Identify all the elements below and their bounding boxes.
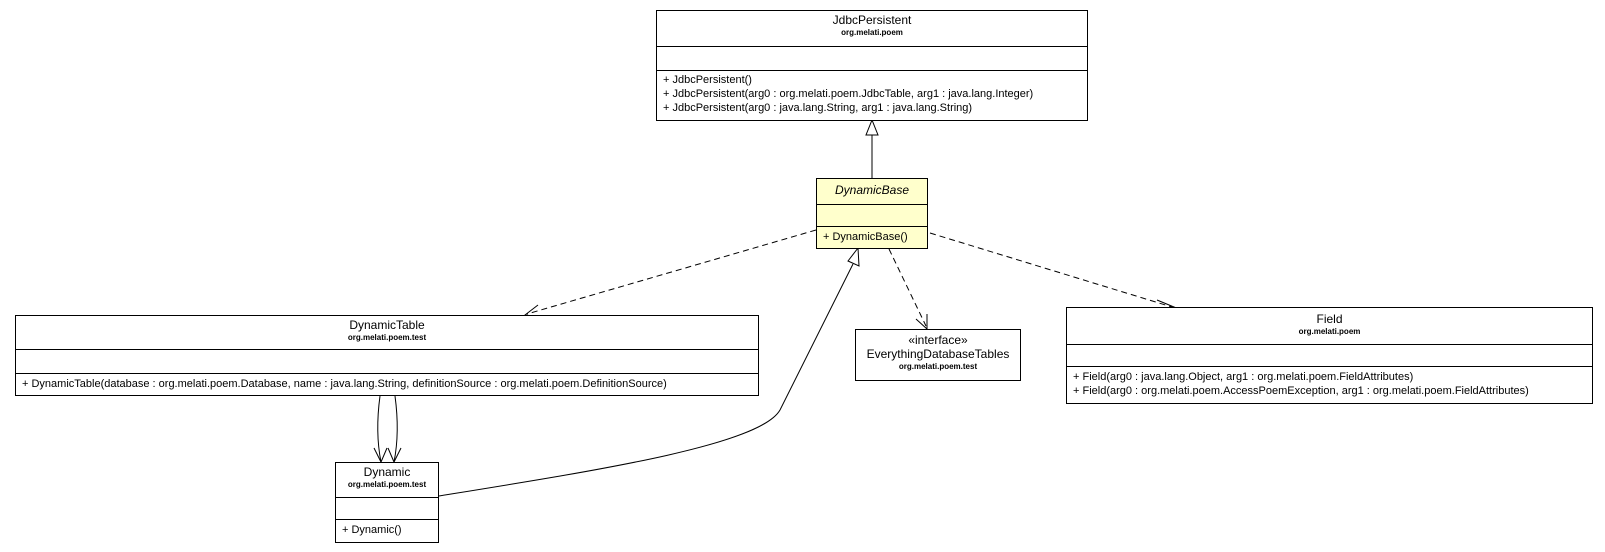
class-dynamicbase[interactable]: DynamicBase + DynamicBase(): [816, 178, 928, 249]
class-header: JdbcPersistent org.melati.poem: [657, 11, 1087, 47]
class-header: DynamicTable org.melati.poem.test: [16, 316, 758, 350]
class-name: DynamicTable: [349, 318, 425, 332]
generalization-arrowhead-jdbcpersistent: [865, 118, 879, 136]
class-operations-compartment: + JdbcPersistent() + JdbcPersistent(arg0…: [657, 71, 1087, 118]
class-operations-compartment: + DynamicTable(database : org.melati.poe…: [16, 374, 758, 394]
class-fields-compartment: [16, 350, 758, 374]
class-stereotype: «interface»: [908, 333, 968, 347]
operation: + Field(arg0 : java.lang.Object, arg1 : …: [1073, 371, 1414, 383]
class-operations-compartment: + Field(arg0 : java.lang.Object, arg1 : …: [1067, 367, 1592, 401]
interface-everythingdatabasetables[interactable]: «interface» EverythingDatabaseTables org…: [855, 329, 1021, 381]
operation: + Field(arg0 : org.melati.poem.AccessPoe…: [1073, 385, 1529, 397]
class-name: EverythingDatabaseTables: [866, 347, 1010, 361]
class-package: org.melati.poem.test: [347, 480, 427, 489]
association-arrowhead-dynamic-2: [387, 447, 402, 464]
dependency-line-dynamicbase-to-field: [929, 232, 1173, 308]
dependency-line-dynamicbase-to-everythingdatabasetables: [888, 248, 927, 327]
class-package: org.melati.poem: [1298, 327, 1361, 336]
operation: + JdbcPersistent(arg0 : java.lang.String…: [663, 102, 973, 114]
association-line-dynamictable-to-dynamic-2: [393, 395, 398, 463]
dependency-line-dynamicbase-to-dynamictable: [526, 229, 817, 315]
class-operations-compartment: + DynamicBase(): [817, 227, 927, 247]
class-header: Dynamic org.melati.poem.test: [336, 463, 438, 498]
class-fields-compartment: [1067, 345, 1592, 367]
association-arrowhead-dynamic-1: [373, 447, 388, 464]
class-package: org.melati.poem: [841, 28, 903, 37]
class-header: DynamicBase: [817, 179, 927, 205]
class-name: Dynamic: [363, 465, 411, 479]
class-name: JdbcPersistent: [832, 13, 912, 27]
operation: + Dynamic(): [342, 524, 402, 536]
class-fields-compartment: [817, 205, 927, 227]
class-name: Field: [1316, 312, 1343, 326]
class-jdbcpersistent[interactable]: JdbcPersistent org.melati.poem + JdbcPer…: [656, 10, 1088, 121]
class-operations-compartment: + Dynamic(): [336, 520, 438, 540]
class-field[interactable]: Field org.melati.poem + Field(arg0 : jav…: [1066, 307, 1593, 404]
operation: + DynamicBase(): [823, 231, 908, 243]
class-package: org.melati.poem.test: [898, 362, 978, 371]
class-dynamic[interactable]: Dynamic org.melati.poem.test + Dynamic(): [335, 462, 439, 543]
association-line-dynamictable-to-dynamic-1: [377, 395, 382, 463]
class-header: «interface» EverythingDatabaseTables org…: [856, 330, 1020, 374]
class-dynamictable[interactable]: DynamicTable org.melati.poem.test + Dyna…: [15, 315, 759, 396]
operation: + JdbcPersistent(arg0 : org.melati.poem.…: [663, 88, 1034, 100]
class-header: Field org.melati.poem: [1067, 308, 1592, 345]
class-package: org.melati.poem.test: [347, 333, 427, 342]
class-fields-compartment: [657, 47, 1087, 71]
class-name: DynamicBase: [834, 183, 910, 197]
generalization-arrowhead-dynamicbase: [847, 246, 860, 267]
generalization-line-dynamic-to-dynamicbase: [438, 263, 854, 497]
operation: + JdbcPersistent(): [663, 74, 752, 86]
operation: + DynamicTable(database : org.melati.poe…: [22, 378, 667, 390]
class-fields-compartment: [336, 498, 438, 520]
